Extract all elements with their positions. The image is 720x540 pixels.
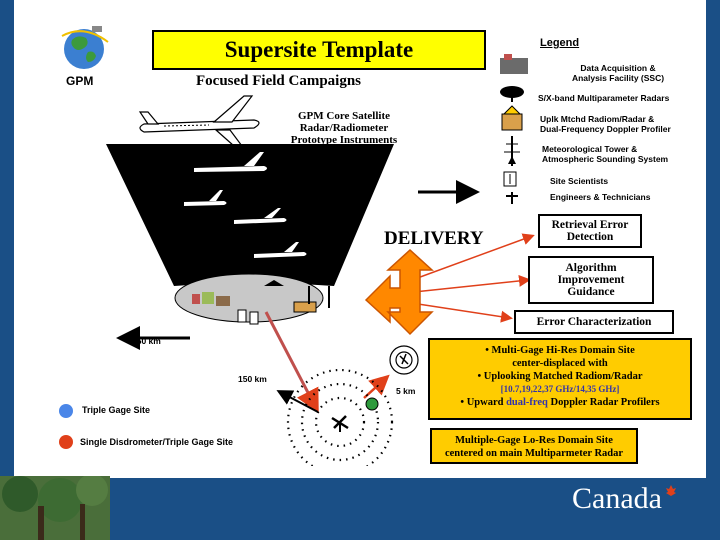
- connector-arrows: [116, 180, 535, 414]
- legend-item-ssc-line1: Data Acquisition &: [580, 63, 656, 73]
- scale-150km-diag: 150 km: [238, 374, 267, 384]
- lores-line1: Multiple-Gage Lo-Res Domain Site: [455, 435, 613, 446]
- scientist-icon: [503, 171, 517, 187]
- canada-wordmark: Canada: [572, 482, 662, 515]
- disdrometer-label: Single Disdrometer/Triple Gage Site: [80, 437, 234, 447]
- triple-gage-marker: [59, 404, 73, 418]
- ground-site-icons: [192, 280, 330, 325]
- legend-item-profiler-line2: Dual-Frequency Doppler Profiler: [540, 124, 671, 134]
- slide-canvas: GPM Supersite Template Focused Field Cam…: [14, 0, 706, 478]
- tower-icon: [504, 136, 520, 166]
- core-label-line1: GPM Core Satellite: [297, 110, 391, 122]
- triple-gage-label: Triple Gage Site: [82, 405, 151, 415]
- core-label-line3: Prototype Instruments: [290, 134, 398, 146]
- output-retrieval-error-line2: Detection: [566, 231, 614, 243]
- core-label-line2: Radar/Radiometer: [299, 122, 389, 134]
- maple-leaf-icon: [666, 485, 676, 496]
- output-algorithm-line3: Guidance: [567, 286, 615, 298]
- page-subtitle: Focused Field Campaigns: [196, 73, 362, 89]
- data-facility-icon: [500, 54, 528, 74]
- hires-site-marker: [365, 397, 379, 411]
- legend-item-ssc: Data Acquisition & Analysis Facility (SS…: [548, 63, 688, 83]
- profiler-icon: [501, 105, 523, 131]
- lores-domain-box: Multiple-Gage Lo-Res Domain Site centere…: [430, 428, 638, 464]
- domain-site-diagram: [286, 345, 419, 466]
- tree-photo: [0, 476, 110, 540]
- arrow-to-domain: [264, 311, 319, 414]
- hires-line5-b: dual-freq: [506, 397, 548, 408]
- legend-item-tower-line2: Atmospheric Sounding System: [542, 154, 669, 164]
- legend-item-tower-line1: Meteorological Tower &: [542, 144, 638, 154]
- four-way-arrow-icon: [364, 248, 434, 336]
- hires-line3: • Uplooking Matched Radiom/Radar: [477, 371, 643, 382]
- central-radar-icon: [331, 415, 349, 432]
- hires-line2: center-displaced with: [512, 358, 608, 369]
- core-satellite-label: GPM Core Satellite Radar/Radiometer Prot…: [274, 110, 414, 146]
- output-algorithm-line2: Improvement: [557, 274, 625, 286]
- output-error-characterization: Error Characterization: [514, 310, 674, 334]
- legend-item-profiler-line1: Uplk Mtchd Radiom/Radar &: [540, 114, 655, 124]
- hires-line5: • Upward dual-freq Doppler Radar Profile…: [430, 396, 690, 409]
- field-campaign-cone: [106, 95, 394, 325]
- output-retrieval-error-line1: Retrieval Error: [551, 219, 629, 231]
- legend-item-tower: Meteorological Tower & Atmospheric Sound…: [542, 144, 668, 164]
- disdrometer-marker: [59, 435, 73, 449]
- output-retrieval-error: Retrieval Error Detection: [538, 214, 642, 248]
- output-algorithm-improvement: Algorithm Improvement Guidance: [528, 256, 654, 304]
- arrow-150km-diag: [276, 390, 319, 413]
- legend-title: Legend: [540, 37, 580, 49]
- globe-logo-icon: [61, 26, 109, 69]
- legend-item-engineers: Engineers & Technicians: [550, 192, 651, 202]
- technician-icon: [506, 192, 518, 204]
- arrow-error: [417, 303, 513, 323]
- scale-5km: 5 km: [396, 386, 416, 396]
- radar-dish-icon: [500, 86, 524, 102]
- core-aircraft-icon: [138, 95, 260, 147]
- gpm-logo-text: GPM: [66, 74, 94, 88]
- site-legend-markers: [59, 404, 73, 449]
- legend-item-ssc-line2: Analysis Facility (SSC): [571, 73, 665, 83]
- hires-line1: • Multi-Gage Hi-Res Domain Site: [485, 345, 635, 356]
- arrow-retrieval: [411, 233, 535, 281]
- hires-domain-box: • Multi-Gage Hi-Res Domain Site center-d…: [428, 338, 692, 420]
- hires-line5-c: Doppler Radar Profilers: [550, 397, 660, 408]
- legend-item-radars: S/X-band Multiparameter Radars: [538, 93, 670, 103]
- legend-item-profiler: Uplk Mtchd Radiom/Radar & Dual-Frequency…: [540, 114, 671, 134]
- scale-150km-left: 150 km: [132, 336, 161, 346]
- lores-line2: centered on main Multiparmeter Radar: [444, 448, 624, 459]
- output-algorithm-line1: Algorithm: [565, 262, 617, 274]
- arrow-algorithm: [413, 274, 531, 293]
- page-title: Supersite Template: [152, 30, 486, 70]
- hires-line5-a: • Upward: [460, 397, 504, 408]
- legend-item-scientists: Site Scientists: [550, 176, 609, 186]
- delivery-label: DELIVERY: [384, 228, 484, 249]
- hires-line4: [10.7,19,22,37 GHz/14,35 GHz]: [500, 384, 620, 394]
- legend-icons: [500, 54, 528, 204]
- hires-radar-icon: [399, 353, 409, 365]
